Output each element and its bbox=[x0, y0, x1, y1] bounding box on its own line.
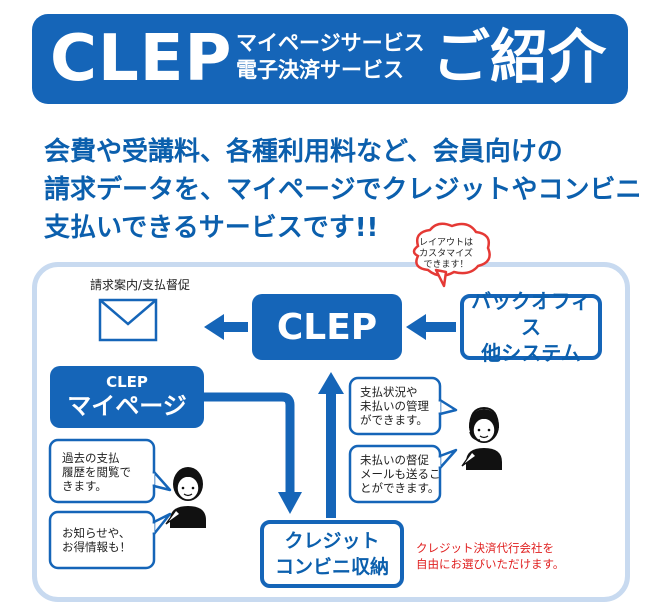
arrow-clep-to-mail bbox=[204, 314, 248, 340]
customize-note-line: レイアウトは bbox=[418, 238, 473, 248]
payment-label-line: クレジット bbox=[284, 530, 380, 552]
speech-bubble-payment-status bbox=[348, 376, 458, 436]
customize-cloud-bubble bbox=[412, 222, 491, 288]
payment-note-line: 自由にお選びいただけます。 bbox=[416, 557, 565, 571]
bubble-line: お得情報も！ bbox=[62, 540, 131, 554]
envelope-icon bbox=[98, 298, 158, 342]
bubble-line: ができます。 bbox=[360, 413, 428, 427]
arrow-payment-to-clep bbox=[318, 372, 344, 518]
backoffice-system-box: バックオフィス 他システム bbox=[460, 289, 602, 365]
bubble-line: 支払状況や bbox=[360, 385, 418, 399]
headline-line-1: 会費や受講料、各種利用料など、会員向けの bbox=[44, 137, 563, 167]
bubble-line: きます。 bbox=[62, 479, 107, 493]
banner-subtitle-mypage: マイページサービス bbox=[236, 31, 425, 55]
bubble-line: 未払いの督促 bbox=[360, 453, 429, 467]
banner-brand: CLEP bbox=[50, 22, 233, 96]
title-banner bbox=[32, 14, 628, 104]
bubble-line: メールも送るこ bbox=[360, 467, 441, 481]
user-person-icon bbox=[165, 467, 206, 528]
bubble-text-payment-status: 支払状況や 未払いの管理 ができます。 bbox=[360, 385, 429, 427]
customize-note: レイアウトは カスタマイズ できます！ bbox=[407, 238, 485, 271]
bubble-line: 履歴を閲覧で bbox=[62, 465, 131, 479]
mail-label: 請求案内/支払督促 bbox=[90, 278, 191, 292]
customize-note-line: カスタマイズ bbox=[419, 249, 473, 259]
backoffice-label-line: バックオフィス bbox=[471, 289, 591, 339]
speech-bubble-history bbox=[48, 438, 172, 504]
speech-bubble-reminder-mail bbox=[348, 444, 458, 504]
payment-note-line: クレジット決済代行会社を bbox=[416, 541, 554, 555]
backoffice-label-line: 他システム bbox=[481, 341, 581, 365]
bubble-text-reminder-mail: 未払いの督促 メールも送るこ とができます。 bbox=[360, 453, 441, 495]
bubble-text-history: 過去の支払 履歴を閲覧で きます。 bbox=[62, 451, 131, 493]
banner-title: ご紹介 bbox=[432, 23, 607, 91]
customize-note-line: できます！ bbox=[423, 260, 469, 270]
bubble-line: とができます。 bbox=[360, 481, 440, 495]
clep-box: CLEP bbox=[252, 294, 402, 360]
operator-person-icon bbox=[461, 406, 502, 470]
payment-box: クレジット コンビニ収納 bbox=[260, 520, 404, 588]
banner-subtitle-payment: 電子決済サービス bbox=[236, 58, 404, 82]
headline-line-2: 請求データを、マイページでクレジットやコンビニ bbox=[44, 175, 642, 205]
mypage-brand: CLEP bbox=[106, 373, 148, 391]
speech-bubble-news bbox=[48, 510, 172, 570]
bubble-line: 過去の支払 bbox=[62, 451, 120, 465]
arrow-mypage-to-payment bbox=[204, 392, 302, 514]
mypage-box: CLEP マイページ bbox=[50, 366, 204, 428]
arrow-backoffice-to-clep bbox=[406, 314, 456, 340]
bubble-line: 未払いの管理 bbox=[360, 399, 429, 413]
bubble-line: お知らせや、 bbox=[62, 526, 131, 540]
payment-label-line: コンビニ収納 bbox=[274, 556, 389, 578]
payment-note: クレジット決済代行会社を 自由にお選びいただけます。 bbox=[416, 540, 564, 572]
mypage-title: マイページ bbox=[67, 392, 187, 420]
bubble-text-news: お知らせや、 お得情報も！ bbox=[62, 526, 131, 554]
headline-line-3: 支払いできるサービスです!! bbox=[44, 213, 379, 243]
